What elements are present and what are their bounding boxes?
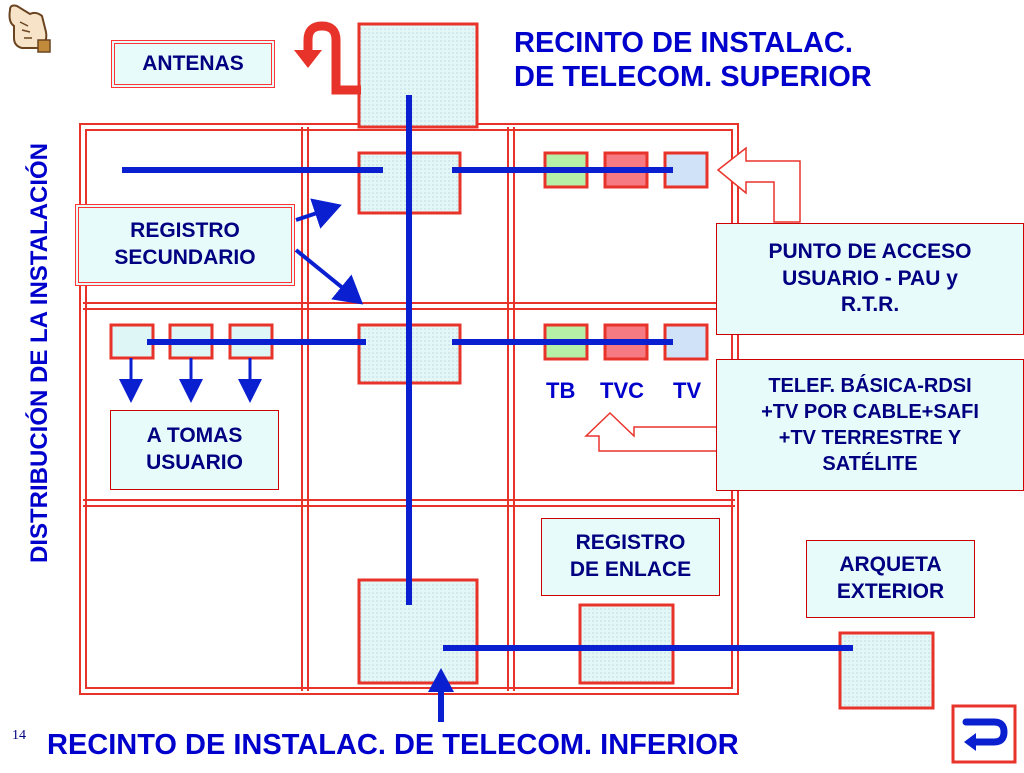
servicios-line-1: TELEF. BÁSICA-RDSI xyxy=(768,375,972,397)
tvc-label: TVC xyxy=(600,378,644,403)
antenas-label-text: ANTENAS xyxy=(142,51,244,75)
servicios-line-2: +TV POR CABLE+SAFI xyxy=(761,401,979,423)
arqueta-exterior-label: ARQUETA EXTERIOR xyxy=(806,540,975,618)
a-tomas-usuario-line-1: A TOMAS xyxy=(146,424,243,448)
pau-line-3: R.T.R. xyxy=(840,293,900,317)
pau-line-1: PUNTO DE ACCESO xyxy=(768,239,972,263)
services-outline-arrow xyxy=(584,411,719,452)
a-tomas-usuario-label: A TOMAS USUARIO xyxy=(110,410,279,490)
antenas-hook-arrow xyxy=(294,21,361,95)
page-number: 14 xyxy=(12,728,26,743)
servicios-line-4: SATÉLITE xyxy=(822,453,918,475)
registro-enlace-box xyxy=(578,603,675,685)
toma-box-1 xyxy=(109,323,155,360)
pau-line-2: USUARIO - PAU y xyxy=(782,266,958,290)
tv-label: TV xyxy=(673,378,702,403)
recinto-superior-box xyxy=(357,22,479,129)
arqueta-exterior-line-1: ARQUETA xyxy=(839,553,942,577)
antenas-label: ANTENAS xyxy=(111,40,275,88)
pau-outline-arrow xyxy=(716,146,801,223)
registro-secundario-label: REGISTRO SECUNDARIO xyxy=(75,204,295,286)
servicios-label: TELEF. BÁSICA-RDSI +TV POR CABLE+SAFI +T… xyxy=(716,359,1024,491)
arqueta-exterior-line-2: EXTERIOR xyxy=(836,580,945,603)
toma-arrows xyxy=(119,358,262,403)
recinto-inferior-title: RECINTO DE INSTALAC. DE TELECOM. INFERIO… xyxy=(47,729,739,761)
recinto-superior-title-line-2: DE TELECOM. SUPERIOR xyxy=(514,61,872,94)
recinto-superior-title-line-1: RECINTO DE INSTALAC. xyxy=(514,27,853,59)
pau-label: PUNTO DE ACCESO USUARIO - PAU y R.T.R. xyxy=(716,223,1024,335)
registro-enlace-line-1: REGISTRO xyxy=(575,531,686,555)
inferior-entry-arrow xyxy=(428,668,454,722)
registro-secundario-line-2: SECUNDARIO xyxy=(114,246,256,269)
registro-secundario-arrows xyxy=(294,198,364,305)
hand-pointing-icon xyxy=(8,4,51,53)
recinto-superior-title: RECINTO DE INSTALAC. DE TELECOM. SUPERIO… xyxy=(514,26,872,94)
a-tomas-usuario-line-2: USUARIO xyxy=(146,451,243,474)
recinto-inferior-box xyxy=(357,578,479,685)
registro-secundario-line-1: REGISTRO xyxy=(130,219,240,243)
distribution-lines xyxy=(122,95,853,651)
side-title: DISTRIBUCIÓN DE LA INSTALACIÓN xyxy=(26,143,53,563)
registro-enlace-line-2: DE ENLACE xyxy=(569,558,692,581)
return-arrow-icon[interactable] xyxy=(951,704,1017,764)
arqueta-exterior-box xyxy=(838,631,935,710)
registro-enlace-label: REGISTRO DE ENLACE xyxy=(541,518,720,596)
tb-label: TB xyxy=(546,378,576,403)
servicios-line-3: +TV TERRESTRE Y xyxy=(778,427,962,449)
